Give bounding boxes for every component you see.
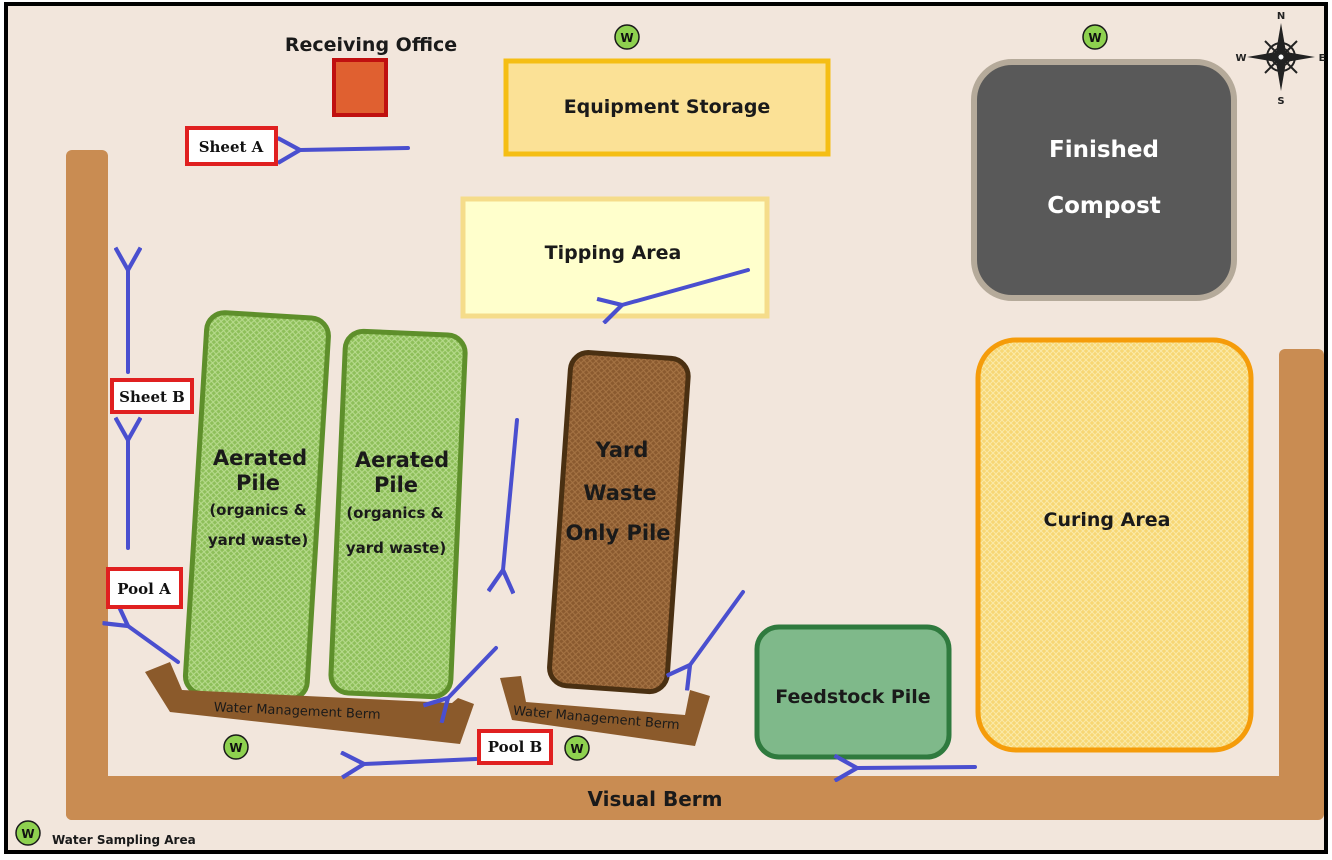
sheet-a-box: Sheet A — [185, 126, 278, 166]
sheet-b-label: Sheet B — [119, 388, 185, 406]
pool-b-box: Pool B — [477, 729, 553, 765]
compass-n: N — [1277, 11, 1285, 22]
legend-text: Water Sampling Area — [52, 833, 196, 847]
finished-compost-label-line1: Finished — [1049, 137, 1159, 163]
finished-compost-label-line2: Compost — [1047, 193, 1161, 219]
yard-waste-pile-line3: Only Pile — [565, 521, 670, 545]
arrow-tipping — [622, 268, 750, 305]
svg-text:W: W — [21, 827, 34, 841]
w-marker-pool-b: W — [564, 735, 590, 761]
sheet-a-label: Sheet A — [199, 138, 264, 156]
equipment-storage-label: Equipment Storage — [564, 96, 771, 118]
arrow-from-pool-b — [364, 759, 478, 764]
svg-text:W: W — [620, 31, 633, 45]
pool-b-label: Pool B — [488, 738, 543, 756]
tipping-area-label: Tipping Area — [545, 242, 682, 264]
w-marker-top-center: W — [614, 24, 640, 50]
aerated-pile-1-line2: Pile — [236, 471, 280, 495]
arrow-to-feedstock — [857, 767, 977, 768]
arrow-to-pool-a — [128, 626, 180, 664]
compass-rose-icon: N S E W — [1235, 11, 1325, 107]
flow-arrows — [128, 148, 977, 768]
visual-berm-label: Visual Berm — [588, 787, 723, 811]
finished-compost — [971, 59, 1237, 301]
feedstock-pile-label: Feedstock Pile — [775, 686, 930, 708]
curing-area — [975, 337, 1254, 753]
w-marker-bottom-left: W — [223, 734, 249, 760]
arrow-to-berm-1 — [448, 646, 498, 698]
arrow-to-berm-2 — [690, 590, 745, 665]
yard-waste-pile-line2: Waste — [583, 481, 656, 505]
curing-area-label: Curing Area — [1044, 509, 1171, 531]
w-marker-top-right: W — [1082, 24, 1108, 50]
sheet-b-box: Sheet B — [110, 378, 194, 414]
legend-w-marker — [15, 820, 41, 846]
compass-e: E — [1319, 53, 1326, 64]
compass-w: W — [1235, 53, 1246, 64]
receiving-office-label: Receiving Office — [285, 34, 457, 56]
aerated-pile-1-line1: Aerated — [213, 446, 307, 470]
yard-waste-pile — [547, 350, 691, 695]
aerated-pile-2 — [328, 328, 468, 700]
pool-a-box: Pool A — [106, 567, 183, 609]
pool-a-label: Pool A — [117, 580, 171, 598]
equipment-storage — [503, 58, 831, 157]
aerated-pile-2-line4: yard waste) — [346, 539, 446, 557]
yard-waste-pile-line1: Yard — [595, 438, 649, 462]
svg-text:W: W — [570, 742, 583, 756]
svg-text:W: W — [229, 741, 242, 755]
aerated-pile-1-line4: yard waste) — [208, 531, 308, 549]
aerated-pile-2-line1: Aerated — [355, 448, 449, 472]
arrow-to-sheet-a — [300, 148, 410, 150]
legend: W Water Sampling Area — [15, 820, 196, 847]
aerated-pile-1-line3: (organics & — [209, 501, 306, 519]
water-management-berm-2 — [500, 676, 710, 746]
aerated-pile-2-line2: Pile — [374, 473, 418, 497]
tipping-area — [460, 196, 770, 319]
svg-text:W: W — [1088, 31, 1101, 45]
water-management-berm-1 — [145, 662, 474, 744]
aerated-pile-2-line3: (organics & — [346, 504, 443, 522]
arrow-down-center — [503, 418, 519, 570]
receiving-office — [332, 58, 388, 117]
visual-berm — [66, 150, 1324, 820]
compass-s: S — [1277, 96, 1284, 107]
